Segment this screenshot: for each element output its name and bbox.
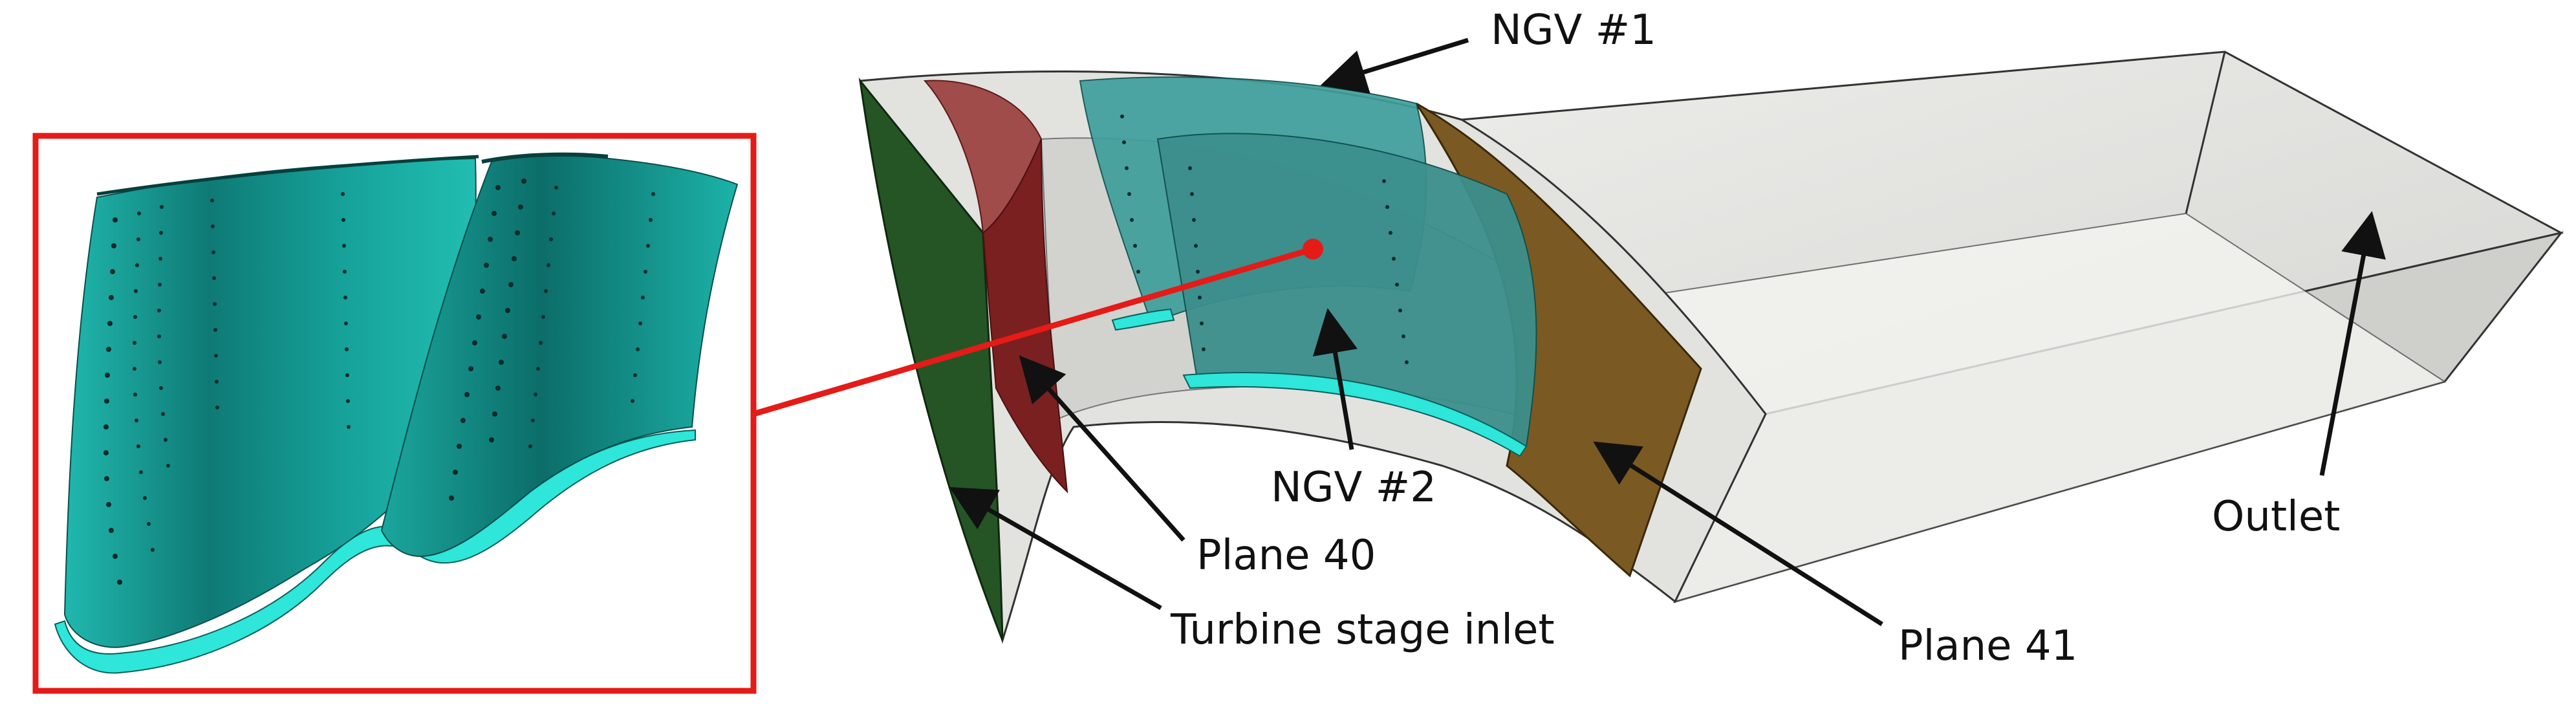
arrow-outlet — [2319, 211, 2386, 476]
arrow-plane40 — [1019, 355, 1185, 542]
label-plane40: Plane 40 — [1196, 532, 1376, 580]
inset-vane-2-top — [481, 152, 609, 164]
inset-platform — [54, 429, 696, 674]
inset-leader-dot — [1303, 239, 1323, 259]
arrow-plane41 — [1593, 441, 1883, 626]
label-plane41: Plane 41 — [1898, 622, 2077, 670]
arrow-ngv1 — [1320, 38, 1469, 94]
ngv-cooling-holes — [1120, 114, 1409, 364]
ngv2-platform — [1182, 371, 1528, 457]
inset-vane-2 — [380, 155, 739, 558]
cooling-row-5 — [341, 192, 351, 429]
label-ngv1: NGV #1 — [1491, 6, 1656, 54]
label-outlet: Outlet — [2212, 493, 2340, 541]
cooling-row-2 — [133, 212, 155, 552]
flow-domain — [858, 50, 2564, 644]
cooling-row-4 — [210, 199, 219, 409]
inset-cooling-holes — [103, 179, 655, 585]
inset-panel — [32, 133, 757, 694]
arrow-inlet — [949, 487, 1162, 611]
inset-leader-line — [752, 246, 1314, 417]
arrow-ngv2 — [1312, 308, 1358, 450]
cooling-row-3 — [157, 205, 170, 468]
cooling-row-9 — [631, 192, 655, 403]
outlet-edge-1 — [2185, 51, 2226, 214]
inset-vane-1-top — [96, 155, 479, 196]
label-ngv2: NGV #2 — [1271, 464, 1436, 512]
cooling-row-1 — [103, 217, 122, 585]
annotation-arrows — [949, 38, 2386, 626]
cooling-row-6 — [449, 185, 501, 501]
cooling-row-8 — [528, 186, 558, 448]
ngv1-platform — [1111, 308, 1175, 331]
label-inlet: Turbine stage inlet — [1170, 606, 1555, 654]
cooling-row-7 — [489, 179, 526, 442]
